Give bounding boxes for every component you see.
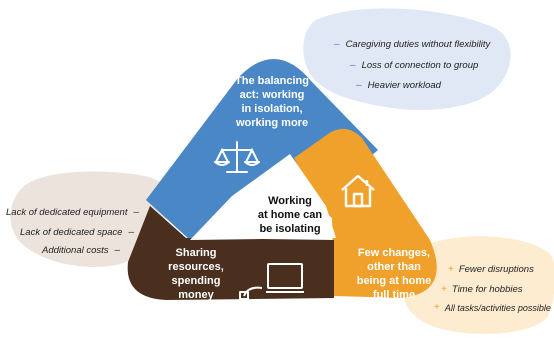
home-segment-label: Few changes, other than being at home fu… [350,246,438,302]
dash-bullet-icon: – [350,60,356,71]
annotation-text: Heavier workload [367,80,441,91]
annotation-text: All tasks/activities possible [444,303,551,313]
plus-bullet-icon: + [448,264,454,275]
annotation-text: Time for hobbies [451,284,523,295]
center-label-line: be isolating [259,223,321,235]
sharing-label-line: money [178,289,214,301]
computer-icon [239,263,304,300]
orange-annotation-blob [403,236,554,334]
brown-annotation-item: Lack of dedicated space – [20,227,134,239]
annotation-text: Lack of dedicated space [20,227,123,238]
annotation-text: Caregiving duties without flexibility [345,39,491,50]
balance-scale-icon [214,141,260,173]
dash-bullet-icon: – [133,207,140,218]
annotation-text: Fewer disruptions [458,264,534,275]
dash-bullet-icon: – [114,245,121,256]
center-label: Working at home can be isolating [248,194,332,236]
brown-annotation-item: Lack of dedicated equipment – [6,207,139,219]
home-label-line: being at home [356,275,432,287]
sharing-label-line: Sharing [175,247,217,259]
sharing-segment [127,206,334,300]
balancing-label-line: The balancing [235,75,309,87]
annotation-text: Loss of connection to group [361,60,479,71]
dash-bullet-icon: – [356,80,362,91]
sharing-label-line: spending [171,275,221,287]
balancing-label-line: act: working [239,89,305,101]
annotation-text: Lack of dedicated equipment [6,207,128,218]
sharing-segment-label: Sharing resources, spending money [156,246,236,302]
plus-bullet-icon: + [441,284,447,295]
blue-annotation-item: – Heavier workload [356,80,441,92]
orange-annotation-item: + Time for hobbies [441,284,523,296]
balancing-label-line: working more [235,117,309,129]
brown-annotation-blob [10,171,169,267]
orange-annotation-item: + All tasks/activities possible [434,302,551,314]
sharing-label-line: resources, [168,261,224,273]
plus-bullet-icon: + [434,302,440,313]
orange-annotation-item: + Fewer disruptions [448,264,534,276]
annotation-text: Additional costs [42,245,109,256]
blue-annotation-blob [303,8,511,110]
dash-bullet-icon: – [128,227,135,238]
balancing-act-label: The balancing act: working in isolation,… [226,74,318,130]
house-icon [341,174,375,208]
home-label-line: Few changes, [357,247,431,259]
home-segment [294,128,437,298]
blue-annotation-item: – Loss of connection to group [350,60,478,72]
home-label-line: other than [367,261,421,273]
center-triangle [190,154,336,240]
center-label-line: Working [268,195,312,207]
center-label-line: at home can [257,209,323,221]
balancing-label-line: in isolation, [241,103,303,115]
dash-bullet-icon: – [334,39,340,50]
blue-annotation-item: – Caregiving duties without flexibility [334,39,490,51]
brown-annotation-item: Additional costs – [42,245,120,257]
home-label-line: full time [372,289,416,301]
